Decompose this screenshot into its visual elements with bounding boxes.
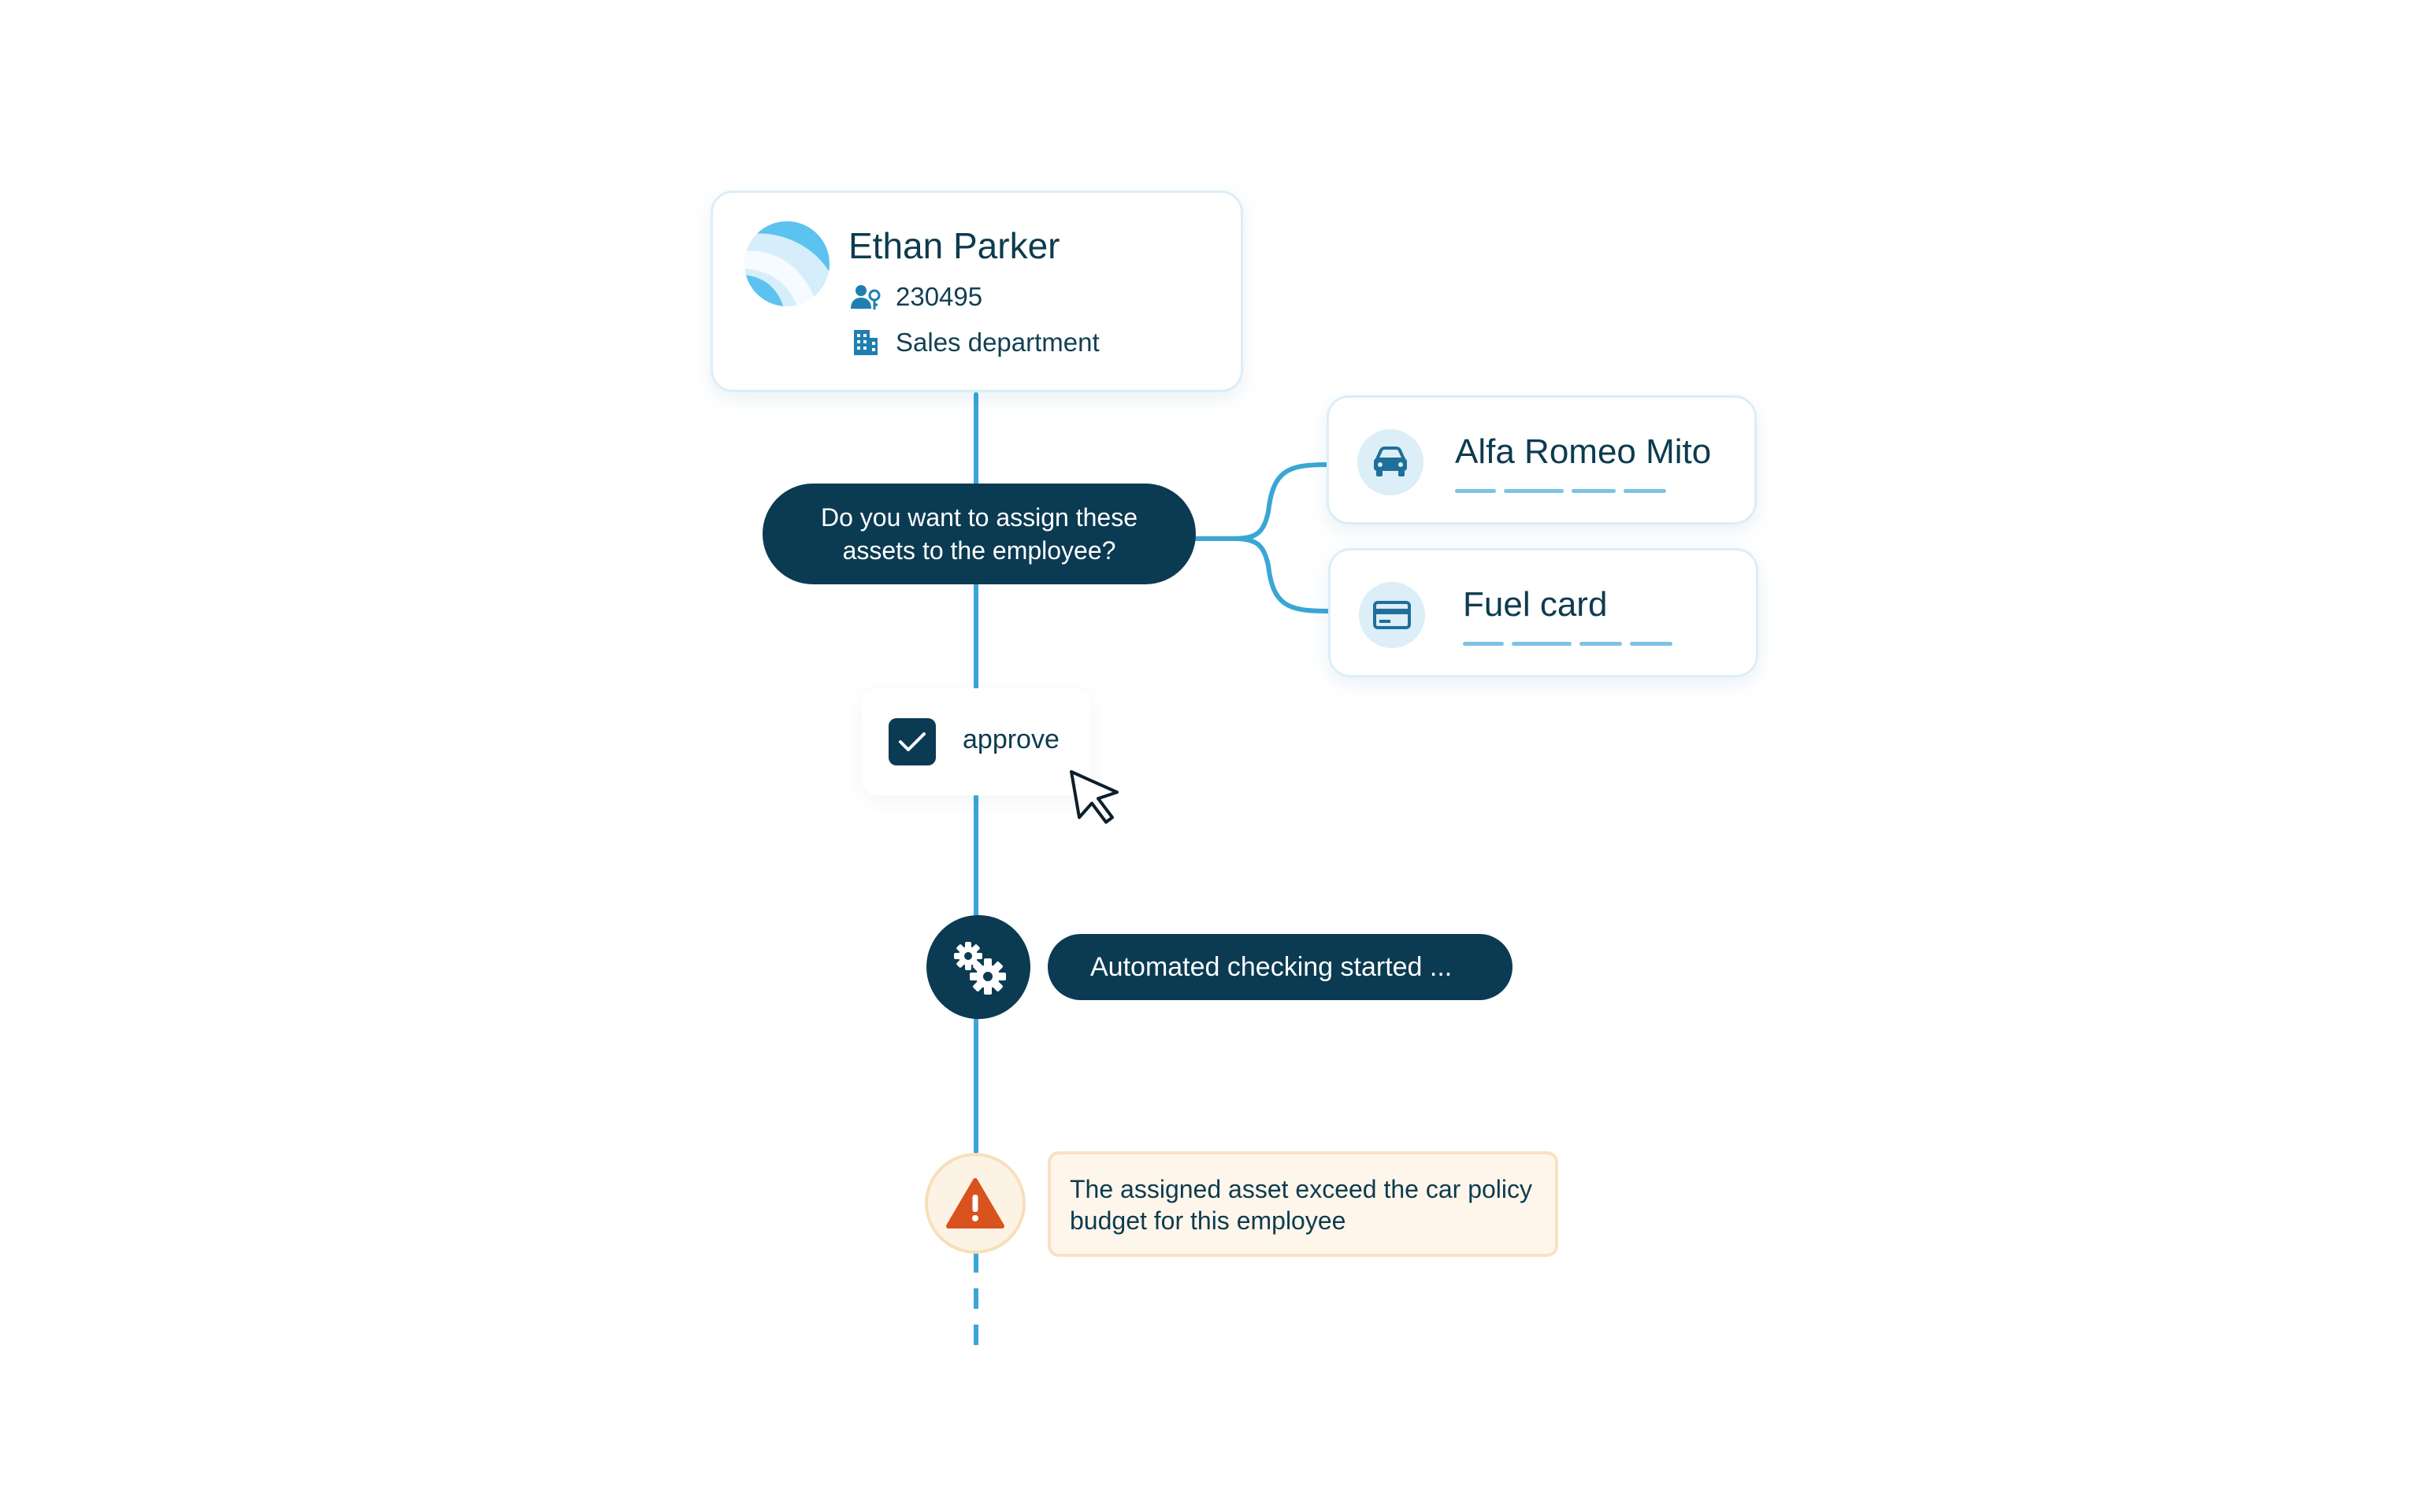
connector-line xyxy=(974,794,978,917)
connector-line xyxy=(974,583,978,690)
automation-status: Automated checking started ... xyxy=(1048,934,1512,1000)
employee-name: Ethan Parker xyxy=(848,225,1060,266)
asset-placeholder-lines xyxy=(1455,489,1666,493)
employee-card[interactable]: Ethan Parker 230495 xyxy=(711,191,1243,392)
employee-department: Sales department xyxy=(896,328,1100,357)
dashed-connector-line xyxy=(974,1252,978,1353)
connector-line xyxy=(974,392,978,485)
credit-card-icon xyxy=(1359,582,1425,648)
employee-department-row: Sales department xyxy=(850,327,1100,358)
approve-label: approve xyxy=(963,724,1060,754)
warning-message: The assigned asset exceed the car policy… xyxy=(1048,1151,1558,1257)
car-icon xyxy=(1357,429,1423,495)
mouse-pointer-icon xyxy=(1070,770,1119,824)
avatar xyxy=(744,221,830,306)
gears-icon xyxy=(926,915,1030,1019)
building-icon xyxy=(850,327,882,358)
asset-card-car[interactable]: Alfa Romeo Mito xyxy=(1327,395,1757,524)
branch-connector xyxy=(1194,462,1331,613)
approve-checkbox[interactable] xyxy=(889,718,936,765)
asset-name: Alfa Romeo Mito xyxy=(1455,432,1712,471)
assign-question-text: Do you want to assign these assets to th… xyxy=(820,503,1138,565)
warning-icon xyxy=(925,1153,1026,1254)
approve-option[interactable]: approve xyxy=(862,688,1090,795)
employee-id-row: 230495 xyxy=(850,281,982,313)
employee-id: 230495 xyxy=(896,282,983,311)
user-id-icon xyxy=(850,281,882,313)
check-icon xyxy=(899,732,926,751)
asset-placeholder-lines xyxy=(1463,642,1672,646)
connector-line xyxy=(974,1017,978,1154)
asset-name: Fuel card xyxy=(1463,585,1608,624)
assign-question: Do you want to assign these assets to th… xyxy=(763,484,1196,584)
warning-message-text: The assigned asset exceed the car policy… xyxy=(1070,1175,1532,1235)
asset-card-fuel[interactable]: Fuel card xyxy=(1328,548,1758,677)
